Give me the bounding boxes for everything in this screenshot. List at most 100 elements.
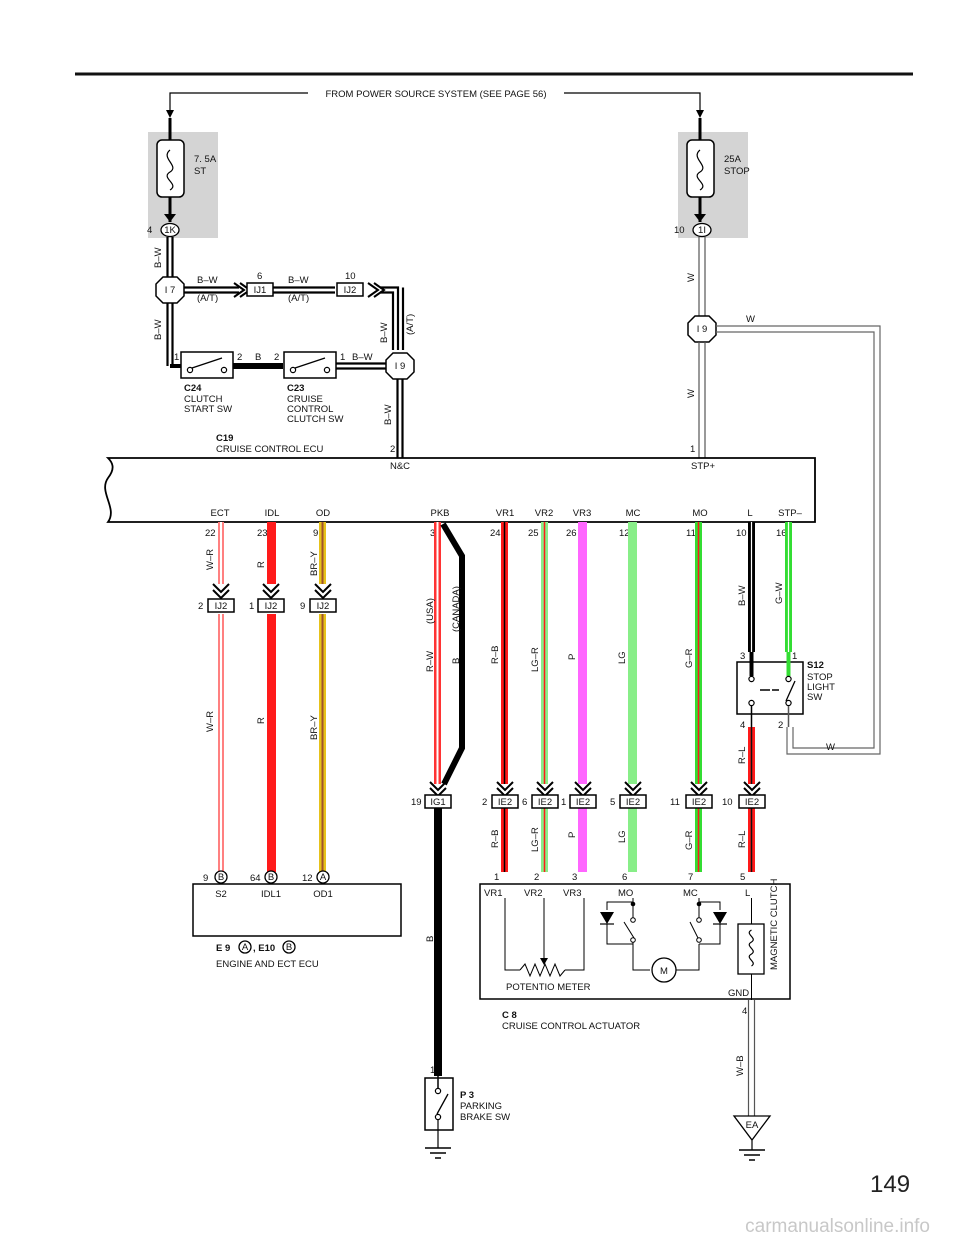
p3-line2: BRAKE SW: [460, 1112, 510, 1123]
pin-a-3: 3: [572, 872, 577, 883]
c24-label: C24 CLUTCH START SW: [184, 383, 232, 415]
act-term-gnd: GND: [728, 988, 749, 999]
wire-label-g-r-2: G–R: [684, 830, 695, 850]
actuator-pin-numbers: 1 2 3 6 7 5: [494, 872, 745, 883]
pin-a-7: 7: [688, 872, 693, 883]
wire-pkb: R–W (USA) B (CANADA): [425, 522, 465, 786]
pin-e-12: 12: [302, 873, 313, 884]
wire-label-p-1: P: [567, 654, 578, 660]
pin-a-1: 1: [494, 872, 499, 883]
act-potentiometer: POTENTIO METER: [506, 982, 591, 993]
e10-sep: , E10: [253, 943, 275, 954]
fuse-st-pin: 4: [147, 225, 152, 236]
p3-id: P 3: [460, 1090, 474, 1101]
watermark: carmanualsonline.info: [745, 1216, 930, 1237]
ecu-term-od: OD: [316, 508, 330, 519]
note-usa: (USA): [425, 598, 436, 624]
wire-label-lg-r-1: LG–R: [530, 647, 541, 672]
wire-label-g-w: G–W: [774, 582, 785, 604]
wire-label-lg-2: LG: [617, 830, 628, 843]
pin-ij2-9: 9: [300, 601, 305, 612]
wire-label-bw-7: B–W: [383, 404, 394, 425]
junction-i9-right-label: I 9: [697, 324, 708, 335]
pin-ecu-26: 26: [566, 528, 577, 539]
pin-s12-3: 3: [740, 651, 745, 662]
c19-label: C19 CRUISE CONTROL ECU: [216, 433, 323, 455]
wire-p: P P: [567, 522, 587, 872]
pin-c24-2: 2: [237, 352, 242, 363]
fuse-st-rating: 7. 5A: [194, 154, 217, 165]
ground-ea: EA: [746, 1120, 759, 1131]
wire-w-b: 4 W–B EA: [732, 1000, 772, 1161]
wire-label-w-2: W: [686, 389, 697, 398]
pin-a-5: 5: [740, 872, 745, 883]
wire-label-bw-6: B–W: [352, 352, 373, 363]
ecu-term-nc: N&C: [390, 461, 410, 472]
act-term-l: L: [745, 888, 750, 899]
c8-id: C 8: [502, 1010, 517, 1021]
wire-g-w: G–W 1: [774, 522, 797, 662]
s12-id: S12: [807, 660, 824, 671]
pin-ie2-1: 1: [561, 797, 566, 808]
e-conn-a: A: [320, 872, 327, 883]
wire-label-r-l-2: R–L: [737, 831, 748, 848]
power-source-arrow: FROM POWER SOURCE SYSTEM (SEE PAGE 56): [166, 89, 704, 118]
connector-ie2-c: IE2: [576, 797, 590, 808]
pin-ij2-1: 1: [249, 601, 254, 612]
wire-label-b-2: B: [451, 658, 462, 664]
wire-label-r-w: R–W: [425, 651, 436, 672]
pin-ecu-11: 11: [686, 528, 696, 539]
e9-conn-a: A: [242, 942, 249, 953]
pin-c23-1: 1: [340, 352, 345, 363]
wire-label-r-b-2: R–B: [490, 830, 501, 848]
pin-ecu-16: 16: [776, 528, 787, 539]
s12-line3: SW: [807, 692, 822, 703]
fuse-stop: 25A STOP 10 1I: [674, 118, 750, 238]
pin-ie2-5: 5: [610, 797, 615, 808]
wire-lg: LG LG: [617, 522, 637, 872]
connector-ig1: IG1: [430, 797, 445, 808]
wire-label-r-2: R: [256, 717, 267, 724]
pin-ig1-19: 19: [411, 797, 422, 808]
wire-label-bw-1: B–W: [153, 247, 164, 268]
pin-ecu-23: 23: [257, 528, 268, 539]
connector-ie2-b: IE2: [538, 797, 552, 808]
connector-ie2-d: IE2: [626, 797, 640, 808]
ecu-term-pkb: PKB: [430, 508, 449, 519]
wire-label-bw-4: B–W: [288, 275, 309, 286]
connector-ie2-a: IE2: [498, 797, 512, 808]
e-term-od1: OD1: [313, 889, 333, 900]
wire-label-r-l-1: R–L: [737, 747, 748, 764]
note-canada: (CANADA): [451, 586, 462, 632]
pin-ecu-9: 9: [313, 528, 318, 539]
wire-label-br-y-2: BR–Y: [309, 715, 320, 740]
pin-a-6: 6: [622, 872, 627, 883]
wire-label-w-b: W–B: [735, 1055, 746, 1076]
wire-label-bw-8: B–W: [737, 585, 748, 606]
wire-label-bw-3: B–W: [197, 275, 218, 286]
e-conn-b2: B: [268, 872, 274, 883]
pin-gnd-4: 4: [742, 1006, 747, 1017]
act-term-vr1: VR1: [484, 888, 502, 899]
e9-id: E 9: [216, 943, 230, 954]
e-term-s2: S2: [215, 889, 227, 900]
wire-label-r-1: R: [256, 561, 267, 568]
wire-w-r: W–R W–R: [205, 522, 224, 872]
cruise-control-actuator: VR1 VR2 VR3 MO MC L POTENTIO METER M: [479, 879, 791, 1000]
s12-line2: LIGHT: [807, 682, 835, 693]
c23-line1: CRUISE: [287, 394, 323, 405]
pin-ecu-25: 25: [528, 528, 539, 539]
connector-ij2-b: IJ2: [265, 601, 278, 612]
c23-id: C23: [287, 383, 304, 394]
c24-line2: START SW: [184, 404, 232, 415]
wire-label-p-2: P: [567, 832, 578, 838]
e-term-idl1: IDL1: [261, 889, 281, 900]
act-magnetic-clutch: MAGNETIC CLUTCH: [769, 879, 780, 970]
pin-ecu-1: 1: [690, 444, 695, 455]
pin-s12-1: 1: [792, 651, 797, 662]
pin-ij2-2: 2: [198, 601, 203, 612]
pin-ie2-10: 10: [722, 797, 733, 808]
wire-label-br-y-1: BR–Y: [309, 551, 320, 576]
wire-label-w-r-2: W–R: [205, 711, 216, 732]
act-term-mc: MC: [683, 888, 698, 899]
